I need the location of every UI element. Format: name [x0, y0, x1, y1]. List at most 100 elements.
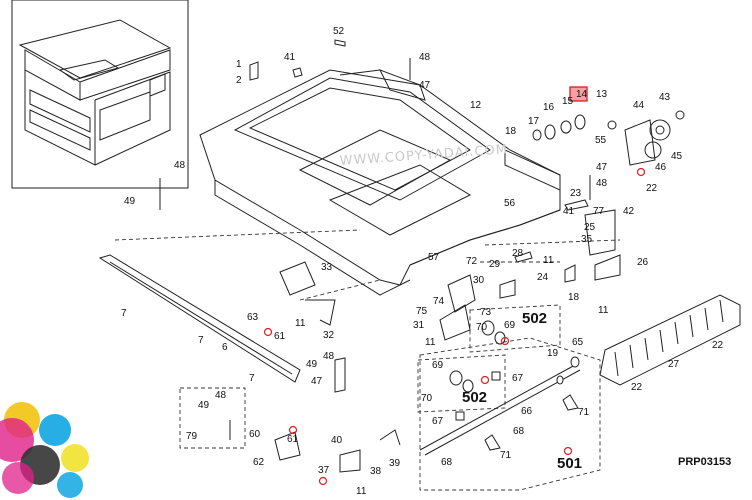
- part-label-p7c: 7: [249, 373, 255, 384]
- part-label-p23: 23: [570, 188, 582, 199]
- part-label-p52: 52: [333, 26, 345, 37]
- part-label-p11d: 11: [425, 337, 436, 348]
- part-label-p70b: 70: [421, 393, 433, 404]
- part-label-p12: 12: [470, 100, 482, 111]
- part-label-p1: 1: [236, 59, 242, 70]
- part-label-p61a: 61: [274, 331, 286, 342]
- part-label-p70a: 70: [476, 322, 488, 333]
- part-label-p19: 19: [547, 348, 559, 359]
- ribbed-guide-27: [599, 294, 741, 386]
- part-label-p61b: 61: [287, 434, 299, 445]
- part-label-p7b: 7: [198, 335, 204, 346]
- recycle-markers: [263, 167, 646, 486]
- part-label-p13: 13: [596, 89, 608, 100]
- part-label-p49b: 49: [306, 359, 318, 370]
- misc-parts: [159, 39, 621, 473]
- part-label-p48d: 48: [323, 351, 335, 362]
- main-frame: [199, 69, 561, 296]
- part-label-p11e: 11: [356, 486, 367, 497]
- part-label-p75: 75: [416, 306, 428, 317]
- part-label-p502a: 502: [522, 310, 547, 327]
- part-label-p67a: 67: [512, 373, 524, 384]
- part-label-p39: 39: [389, 458, 401, 469]
- part-14-shape: [574, 114, 586, 130]
- part-label-p62: 62: [253, 457, 265, 468]
- part-label-p11c: 11: [295, 318, 306, 329]
- gear-assembly: [532, 110, 685, 166]
- part-label-p29: 29: [489, 259, 501, 270]
- part-label-p28: 28: [512, 248, 524, 259]
- part-label-p26: 26: [637, 257, 649, 268]
- part-label-p73: 73: [480, 307, 492, 318]
- rail-part-6: [98, 254, 301, 383]
- part-label-p6: 6: [222, 342, 228, 353]
- part-label-p69b: 69: [432, 360, 444, 371]
- part-label-p63: 63: [247, 312, 259, 323]
- part-label-p56: 56: [504, 198, 516, 209]
- part-label-p18a: 18: [505, 126, 517, 137]
- part-label-p37: 37: [318, 465, 330, 476]
- part-label-p65: 65: [572, 337, 584, 348]
- part-label-p502b: 502: [462, 389, 487, 406]
- part-label-p72: 72: [466, 256, 478, 267]
- part-label-p11b: 11: [598, 305, 609, 316]
- part-label-p27: 27: [668, 359, 680, 370]
- part-label-p32: 32: [323, 330, 335, 341]
- part-label-p71a: 71: [578, 407, 590, 418]
- part-label-p60: 60: [249, 429, 261, 440]
- part-label-p22a: 22: [646, 183, 658, 194]
- part-label-p42: 42: [623, 206, 635, 217]
- part-label-p30: 30: [473, 275, 485, 286]
- part-label-p33: 33: [321, 262, 333, 273]
- part-label-p14: 14: [576, 89, 588, 100]
- part-label-p68a: 68: [513, 426, 525, 437]
- part-label-p22b: 22: [712, 340, 724, 351]
- part-label-p77: 77: [593, 206, 605, 217]
- part-label-p55: 55: [595, 135, 607, 146]
- part-label-p40: 40: [331, 435, 343, 446]
- part-label-p17: 17: [528, 116, 540, 127]
- highlight-part-14: [569, 86, 588, 102]
- part-label-p79: 79: [186, 431, 198, 442]
- part-label-p7a: 7: [121, 308, 127, 319]
- part-label-p57: 57: [428, 252, 440, 263]
- part-label-p44: 44: [633, 100, 645, 111]
- part-label-p66: 66: [521, 406, 533, 417]
- part-label-p48c: 48: [596, 178, 608, 189]
- part-label-p43: 43: [659, 92, 671, 103]
- part-label-p41b: 41: [563, 206, 575, 217]
- part-label-p69a: 69: [504, 320, 516, 331]
- color-logo: [0, 402, 89, 498]
- part-label-p48e: 48: [215, 390, 227, 401]
- watermark: WWW.COPY-YADAI.COM: [339, 142, 508, 169]
- part-label-p11a: 11: [543, 255, 554, 266]
- part-label-p71b: 71: [500, 450, 512, 461]
- part-label-p49a: 49: [124, 196, 136, 207]
- roller-assembly: [419, 320, 581, 456]
- part-label-p16: 16: [543, 102, 555, 113]
- part-label-p2: 2: [236, 75, 242, 86]
- part-label-p46: 46: [655, 162, 667, 173]
- part-label-p74: 74: [433, 296, 445, 307]
- part-label-p49c: 49: [198, 400, 210, 411]
- part-label-p15: 15: [562, 96, 574, 107]
- part-label-p48a: 48: [419, 52, 431, 63]
- part-label-p47: 47: [419, 80, 431, 91]
- part-label-p24: 24: [537, 272, 549, 283]
- part-label-p35: 35: [581, 234, 593, 245]
- dashed-boxes: [114, 229, 621, 491]
- part-label-p68b: 68: [441, 457, 453, 468]
- diagram-code: PRP03153: [678, 456, 731, 468]
- part-label-p67b: 67: [432, 416, 444, 427]
- part-label-p501: 501: [557, 455, 582, 472]
- part-label-p38: 38: [370, 466, 382, 477]
- part-label-p25: 25: [584, 222, 596, 233]
- part-label-p48b: 48: [174, 160, 186, 171]
- part-label-p47c: 47: [311, 376, 323, 387]
- copier-overview-inset: [11, 0, 189, 189]
- part-label-p45: 45: [671, 151, 683, 162]
- part-label-p22c: 22: [631, 382, 643, 393]
- part-label-p41: 41: [284, 52, 296, 63]
